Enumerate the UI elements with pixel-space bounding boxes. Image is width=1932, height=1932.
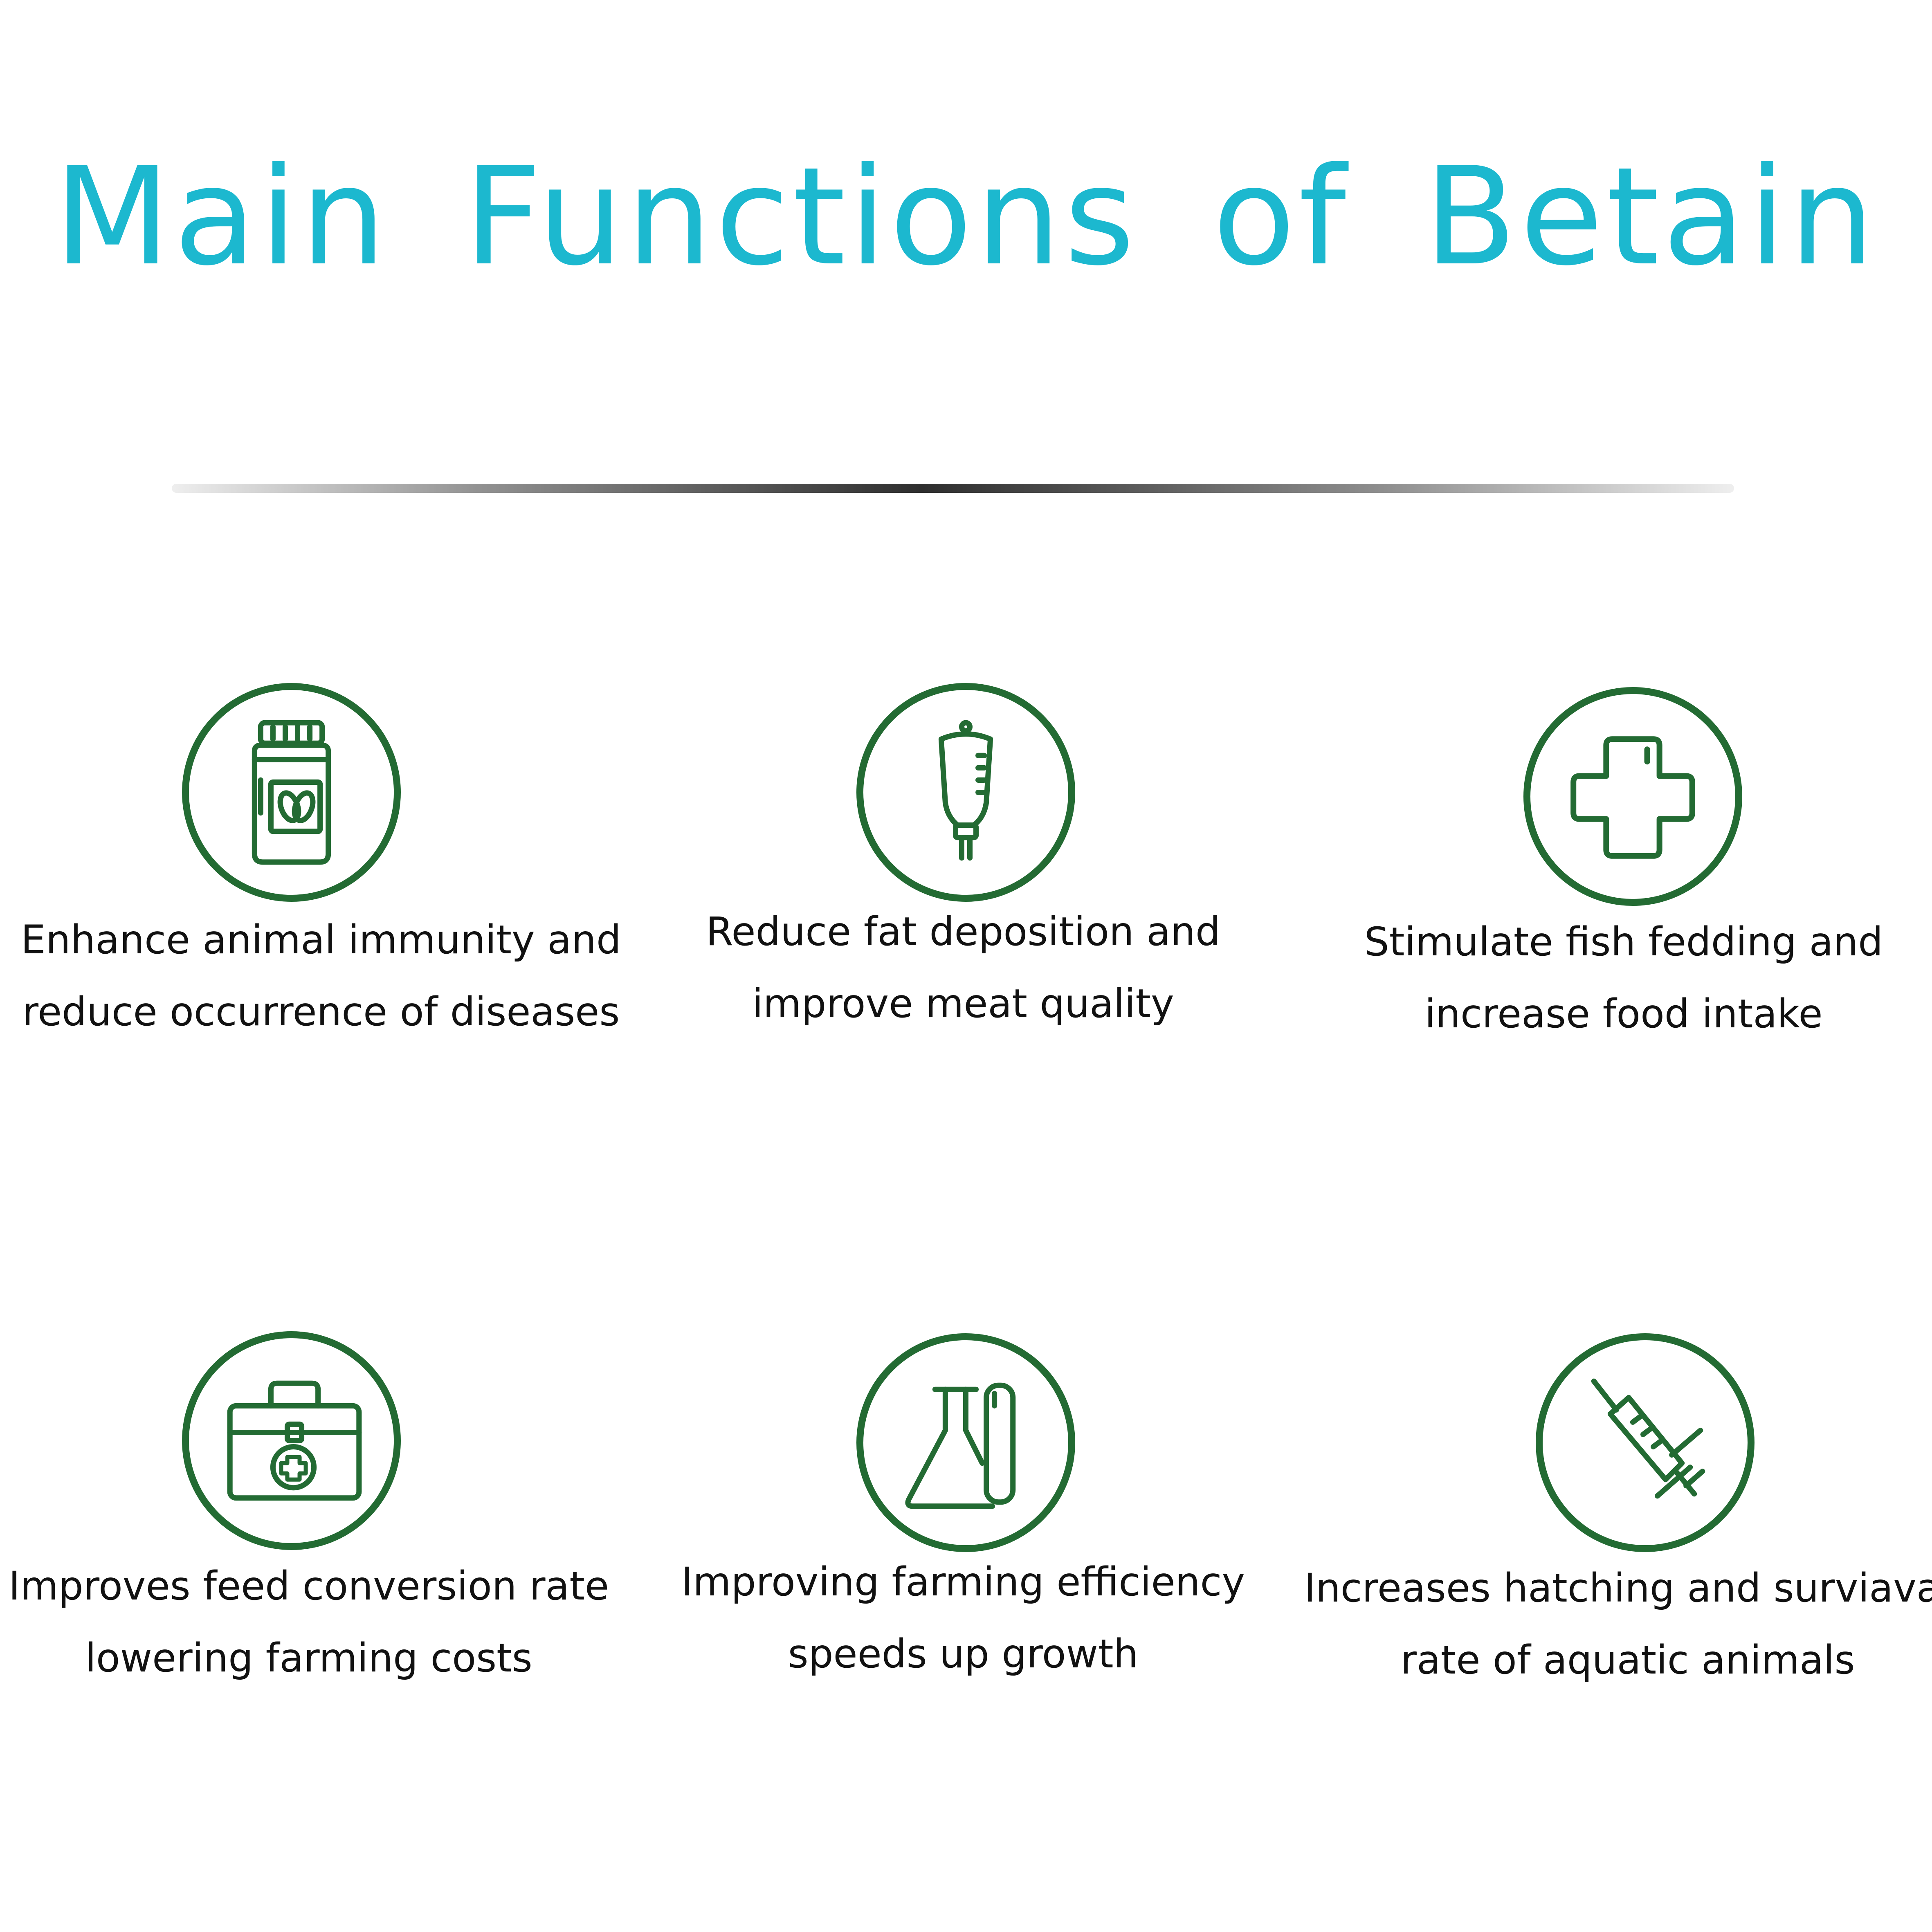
feature-caption: Enhance animal immunity and reduce occur… (0, 904, 648, 1048)
caption-line-1: Increases hatching and surviaval (1304, 1565, 1932, 1611)
caption-line-1: Enhance animal immunity and (21, 917, 621, 963)
caption-line-2: speeds up growth (788, 1631, 1139, 1677)
feature-caption: Improving farming efficiency speeds up g… (636, 1546, 1290, 1690)
syringe-icon (1536, 1333, 1755, 1552)
caption-line-1: Stimulate fish fedding and (1364, 919, 1883, 965)
divider-line (172, 484, 1734, 493)
medicine-bottle-icon (182, 683, 401, 902)
iv-bag-icon (856, 683, 1075, 902)
feature-caption: Improves feed conversion rate lowering f… (0, 1550, 636, 1694)
caption-line-2: lowering farming costs (85, 1635, 532, 1681)
caption-line-1: Improves feed conversion rate (8, 1563, 609, 1609)
caption-line-2: increase food intake (1424, 991, 1823, 1037)
feature-caption: Reduce fat deposition and improve meat q… (636, 896, 1290, 1040)
page-title: Main Functions of Betain (54, 138, 1878, 295)
caption-line-1: Reduce fat deposition and (706, 909, 1220, 955)
feature-caption: Stimulate fish fedding and increase food… (1296, 906, 1932, 1050)
caption-line-2: reduce occurrence of diseases (22, 989, 620, 1035)
feature-caption: Increases hatching and surviaval rate of… (1301, 1552, 1932, 1696)
lab-flask-icon (856, 1333, 1075, 1552)
caption-line-2: rate of aquatic animals (1400, 1637, 1855, 1683)
medical-cross-icon (1523, 687, 1742, 906)
first-aid-kit-icon (182, 1331, 401, 1550)
caption-line-1: Improving farming efficiency (681, 1559, 1245, 1605)
caption-line-2: improve meat quality (752, 981, 1174, 1027)
